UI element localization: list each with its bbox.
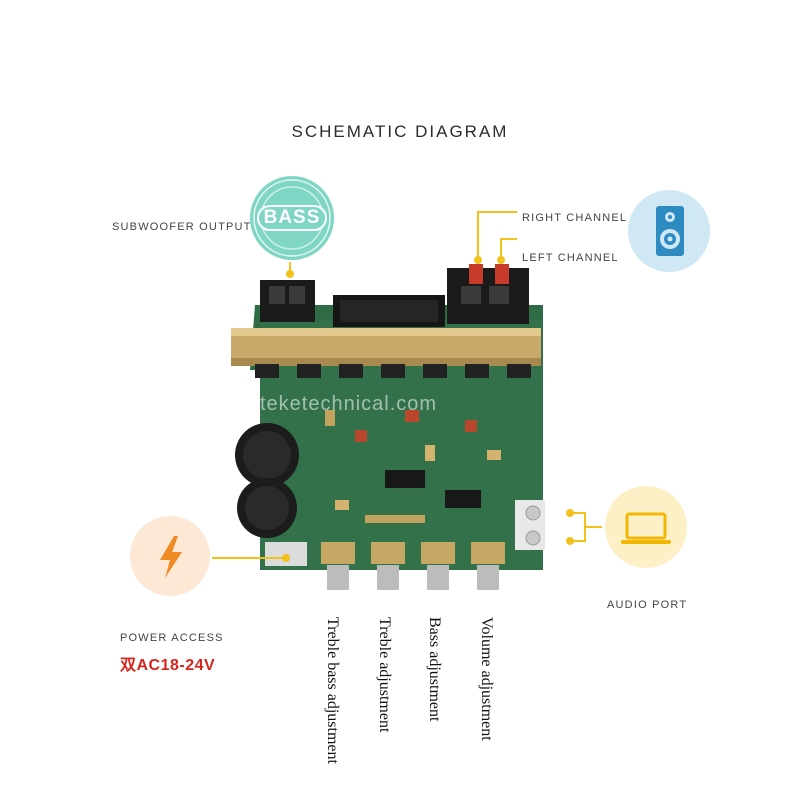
amplifier-board xyxy=(231,264,545,590)
power-line xyxy=(212,557,284,559)
right-channel-line-h xyxy=(477,211,517,213)
power-value: 双AC18-24V xyxy=(120,657,216,674)
left-channel-line-h xyxy=(500,238,517,240)
audio-line-out xyxy=(584,526,602,528)
lightning-icon xyxy=(160,536,182,578)
subwoofer-dot xyxy=(286,270,294,278)
speaker-circle xyxy=(628,190,710,272)
knob-label-treble-bass: Treble bass adjustment xyxy=(324,617,341,764)
power-dot xyxy=(282,554,290,562)
audio-line-bottom xyxy=(573,540,585,542)
right-channel-dot xyxy=(474,256,482,264)
knob-label-volume: Volume adjustment xyxy=(478,617,495,741)
laptop-circle xyxy=(605,486,687,568)
left-channel-dot xyxy=(497,256,505,264)
power-circle xyxy=(130,516,210,596)
knob-label-bass: Bass adjustment xyxy=(426,617,443,722)
left-channel-label: LEFT CHANNEL xyxy=(522,252,619,264)
knob-label-treble: Treble adjustment xyxy=(376,617,393,733)
watermark: teketechnical.com xyxy=(260,393,438,415)
speaker-icon xyxy=(656,206,684,256)
bass-badge-label: BASS xyxy=(263,207,321,228)
audio-port-label: AUDIO PORT xyxy=(607,599,688,611)
diagram-title: SCHEMATIC DIAGRAM xyxy=(291,122,509,141)
audio-dot-bottom xyxy=(566,537,574,545)
bass-badge-icon: BASS xyxy=(250,176,334,260)
subwoofer-connector-line xyxy=(289,262,291,276)
left-channel-line-v xyxy=(500,238,502,260)
right-channel-label: RIGHT CHANNEL xyxy=(522,212,628,224)
right-channel-line-v xyxy=(477,211,479,259)
laptop-icon xyxy=(621,512,671,544)
audio-line-top xyxy=(573,512,585,514)
subwoofer-output-label: SUBWOOFER OUTPUT xyxy=(112,221,252,233)
power-access-label: POWER ACCESS xyxy=(120,632,224,644)
audio-dot-top xyxy=(566,509,574,517)
